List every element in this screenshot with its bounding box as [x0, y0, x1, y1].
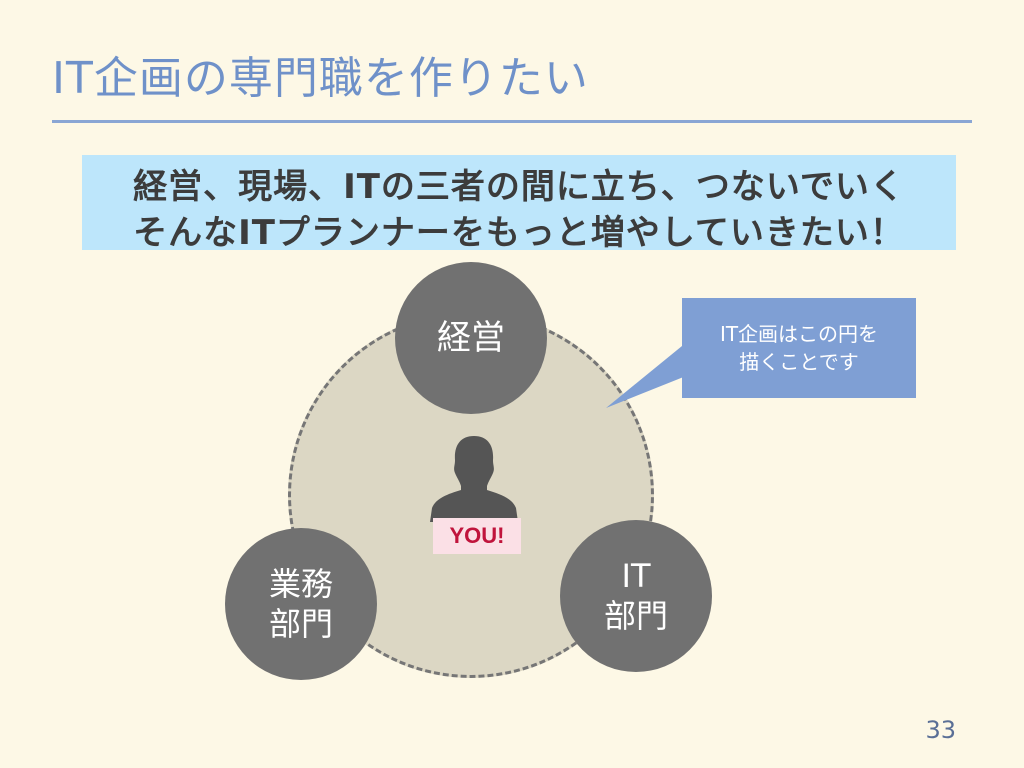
highlight-line-1: 経営、現場、ITの三者の間に立ち、つないでいく — [133, 167, 905, 207]
node-management-label: 経営 — [437, 317, 505, 358]
callout-line-1: IT企画はこの円を — [719, 322, 879, 346]
node-it-dept-label-2: 部門 — [603, 597, 668, 635]
highlight-message: 経営、現場、ITの三者の間に立ち、つないでいく そんなITプランナーをもっと増や… — [82, 155, 956, 253]
slide-title: IT企画の専門職を作りたい — [52, 53, 589, 104]
callout-box: IT企画はこの円を 描くことです — [682, 298, 916, 398]
person-silhouette-icon — [430, 436, 518, 522]
node-business-dept-label-1: 業務 — [268, 565, 333, 603]
you-label: YOU! — [433, 518, 521, 554]
callout-tail — [606, 346, 686, 408]
node-it-dept-label-1: IT — [621, 557, 651, 595]
node-business-dept: 業務 部門 — [225, 528, 377, 680]
node-it-dept: IT 部門 — [560, 520, 712, 672]
node-management: 経営 — [395, 262, 547, 414]
node-business-dept-label-2: 部門 — [268, 605, 333, 643]
highlight-line-2: そんなITプランナーをもっと増やしていきたい！ — [133, 213, 905, 253]
callout-line-2: 描くことです — [739, 350, 859, 374]
title-divider — [52, 120, 972, 123]
page-number: 33 — [925, 716, 956, 744]
